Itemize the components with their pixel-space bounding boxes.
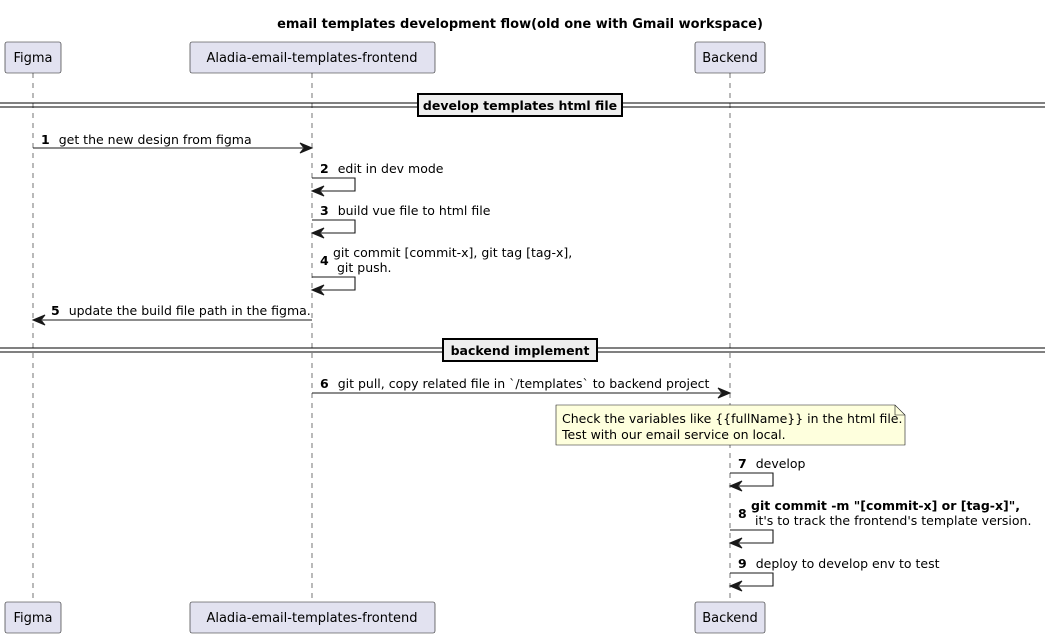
participant-backend-bottom[interactable]: Backend: [694, 601, 766, 634]
section-label-backend: backend implement: [451, 343, 590, 358]
message-1-text: get the new design from figma: [59, 132, 252, 147]
message-5: 5 update the build file path in the figm…: [31, 303, 312, 326]
message-3-number: 3: [320, 203, 329, 218]
participant-figma-bottom[interactable]: Figma: [4, 601, 62, 634]
message-4: 4 git commit [commit-x], git tag [tag-x]…: [310, 245, 572, 296]
message-2-number: 2: [320, 161, 329, 176]
diagram-title: email templates development flow(old one…: [277, 17, 763, 32]
participant-backend-label: Backend: [702, 51, 758, 66]
message-6-number: 6: [320, 376, 329, 391]
message-8-text-line2: it's to track the frontend's template ve…: [751, 513, 1031, 528]
section-divider-backend: backend implement: [0, 338, 1045, 362]
section-divider-develop: develop templates html file: [0, 93, 1045, 117]
message-9-text: deploy to develop env to test: [756, 556, 940, 571]
message-8: 8 git commit -m "[commit-x] or [tag-x]",…: [728, 498, 1031, 549]
message-7-number: 7: [738, 456, 747, 471]
message-9: 9 deploy to develop env to test: [728, 556, 940, 592]
message-5-label: 5 update the build file path in the figm…: [51, 303, 311, 318]
message-2-text: edit in dev mode: [338, 161, 444, 176]
message-7: 7 develop: [728, 456, 806, 492]
participant-frontend-label: Aladia-email-templates-frontend: [206, 611, 417, 626]
note-check-variables: Check the variables like {{fullName}} in…: [555, 404, 906, 446]
participant-frontend-top[interactable]: Aladia-email-templates-frontend: [189, 41, 436, 74]
message-9-number: 9: [738, 556, 747, 571]
message-5-text: update the build file path in the figma.: [69, 303, 311, 318]
message-2-label: 2 edit in dev mode: [320, 161, 444, 176]
section-label-develop: develop templates html file: [423, 98, 617, 113]
message-6: 6 git pull, copy related file in `/templ…: [312, 376, 732, 399]
participant-backend-label: Backend: [702, 611, 758, 626]
message-3-text: build vue file to html file: [338, 203, 491, 218]
message-1: 1 get the new design from figma: [33, 132, 314, 154]
message-6-label: 6 git pull, copy related file in `/templ…: [320, 376, 710, 391]
message-8-text-line1: git commit -m "[commit-x] or [tag-x]",: [751, 498, 1020, 513]
message-1-number: 1: [41, 132, 50, 147]
message-6-text: git pull, copy related file in `/templat…: [338, 376, 710, 391]
participant-figma-top[interactable]: Figma: [4, 41, 62, 74]
message-9-label: 9 deploy to develop env to test: [738, 556, 940, 571]
message-4-text-line2: git push.: [333, 260, 392, 275]
participant-figma-label: Figma: [13, 611, 52, 626]
participant-frontend-label: Aladia-email-templates-frontend: [206, 51, 417, 66]
message-3-label: 3 build vue file to html file: [320, 203, 491, 218]
participant-figma-label: Figma: [13, 51, 52, 66]
message-4-number: 4: [320, 253, 329, 268]
note-line-1: Check the variables like {{fullName}} in…: [562, 411, 902, 426]
message-3: 3 build vue file to html file: [310, 203, 491, 239]
message-7-label: 7 develop: [738, 456, 806, 471]
message-5-number: 5: [51, 303, 60, 318]
note-line-2: Test with our email service on local.: [561, 427, 786, 442]
message-1-label: 1 get the new design from figma: [41, 132, 252, 147]
message-8-number: 8: [738, 506, 747, 521]
message-4-text-line1: git commit [commit-x], git tag [tag-x],: [333, 245, 572, 260]
participant-backend-top[interactable]: Backend: [694, 41, 766, 74]
participant-frontend-bottom[interactable]: Aladia-email-templates-frontend: [189, 601, 436, 634]
message-7-text: develop: [756, 456, 806, 471]
message-2: 2 edit in dev mode: [310, 161, 444, 197]
